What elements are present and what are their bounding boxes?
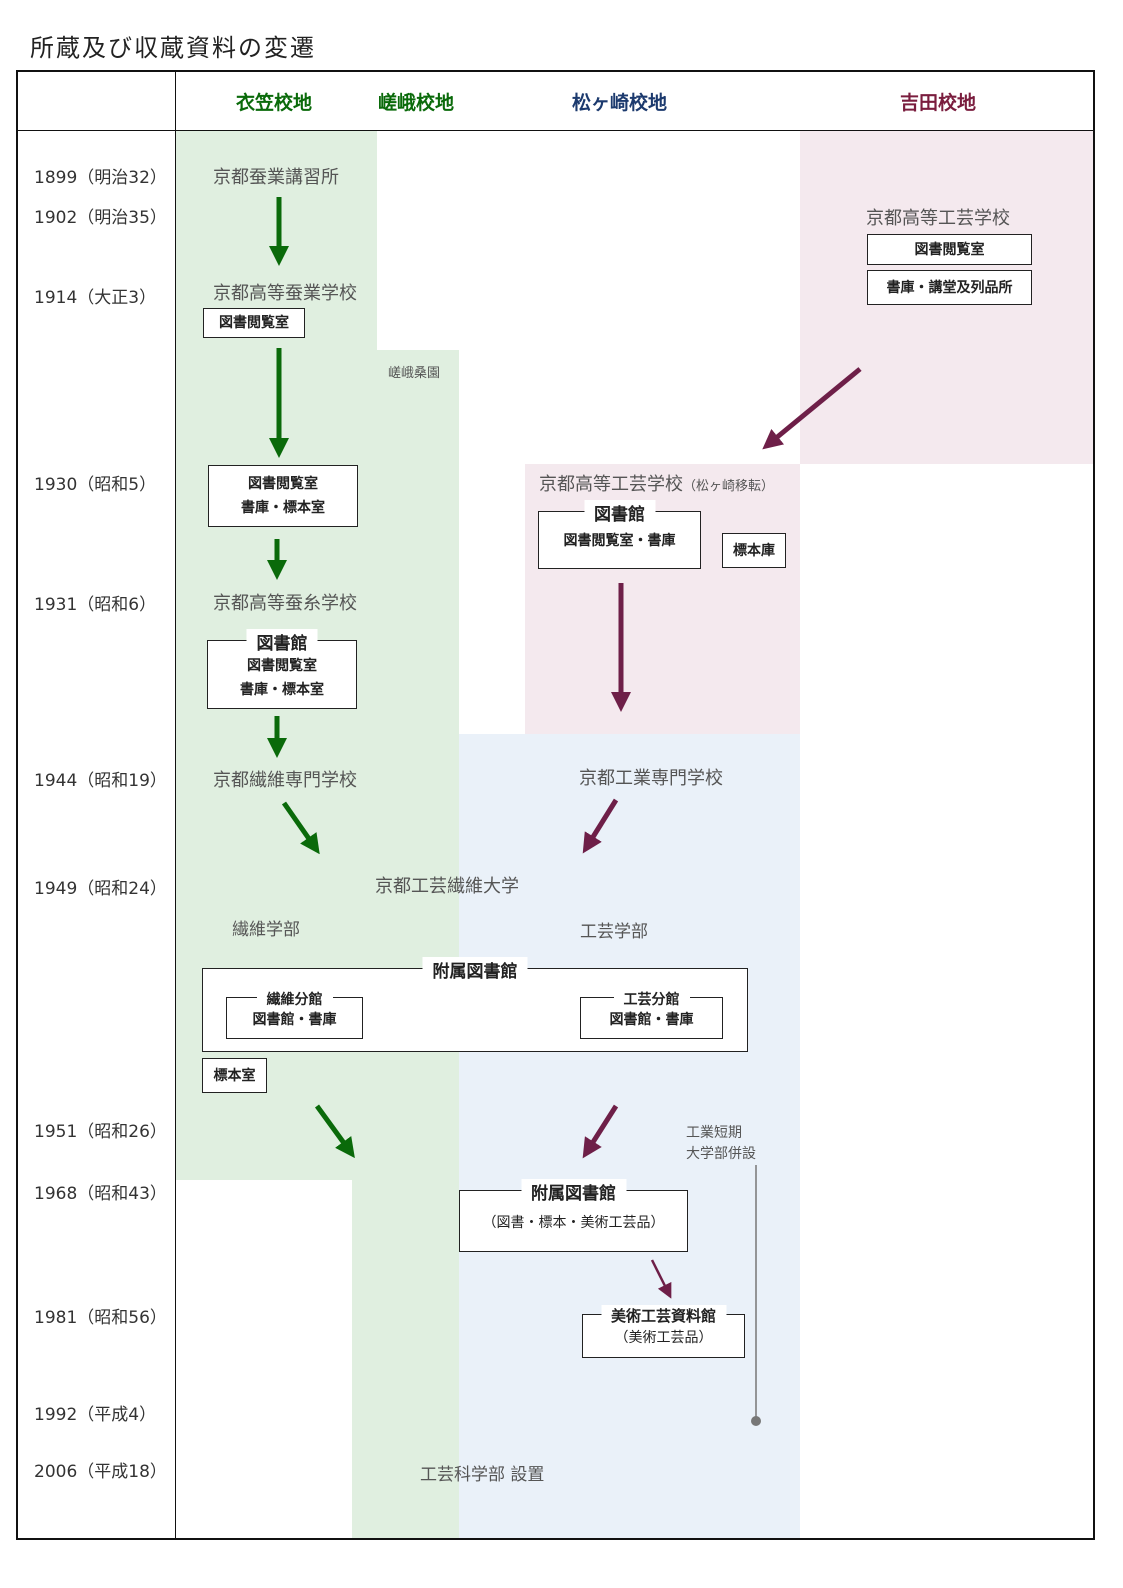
- band-matsugasaki-early: [525, 464, 800, 734]
- year-1992: 1992（平成4）: [34, 1405, 157, 1425]
- label-tanki-2: 大学部併設: [686, 1146, 756, 1162]
- year-2006: 2006（平成18）: [34, 1462, 167, 1482]
- arrow-1944-1949-green: [281, 801, 320, 855]
- box-toshoetsuran-1914: 図書閲覧室: [203, 308, 305, 338]
- box-kogei-bunkan: 工芸分館 図書館・書庫: [580, 989, 723, 1039]
- tanki-endpoint: [751, 1416, 761, 1426]
- label-seni-senmon: 京都繊維専門学校: [213, 770, 357, 791]
- header-divider: [16, 130, 1095, 131]
- label-kogei-kagaku: 工芸科学部 設置: [420, 1465, 545, 1485]
- year-1899: 1899（明治32）: [34, 168, 167, 188]
- box-fuzoku-toshokan-1968: 附属図書館 （図書・標本・美術工芸品）: [459, 1179, 688, 1252]
- box-kinugasa-1930: 図書閲覧室 書庫・標本室: [208, 465, 358, 527]
- box-matsugasaki-toshokan-1930: 図書館 図書閲覧室・書庫: [538, 500, 701, 569]
- band-saga-late: [352, 1180, 459, 1538]
- box-hyohonko: 標本庫: [722, 533, 786, 568]
- year-1902: 1902（明治35）: [34, 208, 167, 228]
- label-koto-kogei-matsugasaki-name: 京都高等工芸学校: [539, 474, 683, 495]
- arrow-yoshida-to-matsugasaki: [762, 367, 862, 450]
- year-1981: 1981（昭和56）: [34, 1308, 167, 1328]
- year-column-divider: [175, 70, 176, 1540]
- year-1930: 1930（昭和5）: [34, 475, 157, 495]
- year-1931: 1931（昭和6）: [34, 595, 157, 615]
- label-seni-gakubu: 繊維学部: [232, 920, 300, 940]
- header-kinugasa: 衣笠校地: [236, 92, 313, 114]
- label-koto-sangyo: 京都高等蚕業学校: [213, 283, 357, 304]
- arrow-1968-1981-purple: [650, 1259, 672, 1299]
- arrow-1944-1949-purple: [582, 798, 619, 854]
- label-kogei-seni-daigaku: 京都工芸繊維大学: [375, 876, 519, 897]
- year-1914: 1914（大正3）: [34, 288, 157, 308]
- header-saga: 嵯峨校地: [378, 92, 455, 114]
- header-yoshida: 吉田校地: [900, 92, 977, 114]
- year-1944: 1944（昭和19）: [34, 771, 167, 791]
- label-tanki-1: 工業短期: [686, 1125, 742, 1141]
- box-seni-bunkan: 繊維分館 図書館・書庫: [226, 989, 363, 1039]
- label-koto-kogei-matsugasaki: 京都高等工芸学校（松ヶ崎移転）: [539, 470, 774, 496]
- year-1949: 1949（昭和24）: [34, 879, 167, 899]
- band-matsugasaki: [459, 734, 800, 1538]
- arrow-1951-1968-purple: [582, 1104, 619, 1159]
- box-hyohonshitsu: 標本室: [202, 1058, 267, 1093]
- label-saga-soen: 嵯峨桑園: [388, 366, 441, 381]
- box-yoshida-shoko: 書庫・講堂及列品所: [867, 270, 1032, 305]
- arrow-1951-1968-green: [314, 1104, 355, 1159]
- page-title: 所蔵及び収蔵資料の変遷: [30, 34, 316, 62]
- label-koto-sanshi: 京都高等蚕糸学校: [213, 593, 357, 614]
- year-1968: 1968（昭和43）: [34, 1184, 167, 1204]
- label-matsugasaki-iten: （松ヶ崎移転）: [683, 479, 775, 494]
- label-sangyo-koshujo: 京都蚕業講習所: [213, 167, 339, 188]
- year-1951: 1951（昭和26）: [34, 1122, 167, 1142]
- table-frame: [16, 70, 1095, 1540]
- box-kinugasa-toshokan-1931: 図書館 図書閲覧室 書庫・標本室: [207, 629, 357, 709]
- label-kogyo-senmon: 京都工業専門学校: [579, 768, 723, 789]
- box-yoshida-etsuran: 図書閲覧室: [867, 234, 1032, 265]
- header-matsugasaki: 松ヶ崎校地: [572, 92, 668, 114]
- label-koto-kogei-yoshida: 京都高等工芸学校: [866, 208, 1010, 229]
- label-kogei-gakubu: 工芸学部: [580, 922, 648, 942]
- box-bijutsu-kogei-shiryokan: 美術工芸資料館 （美術工芸品）: [582, 1305, 745, 1358]
